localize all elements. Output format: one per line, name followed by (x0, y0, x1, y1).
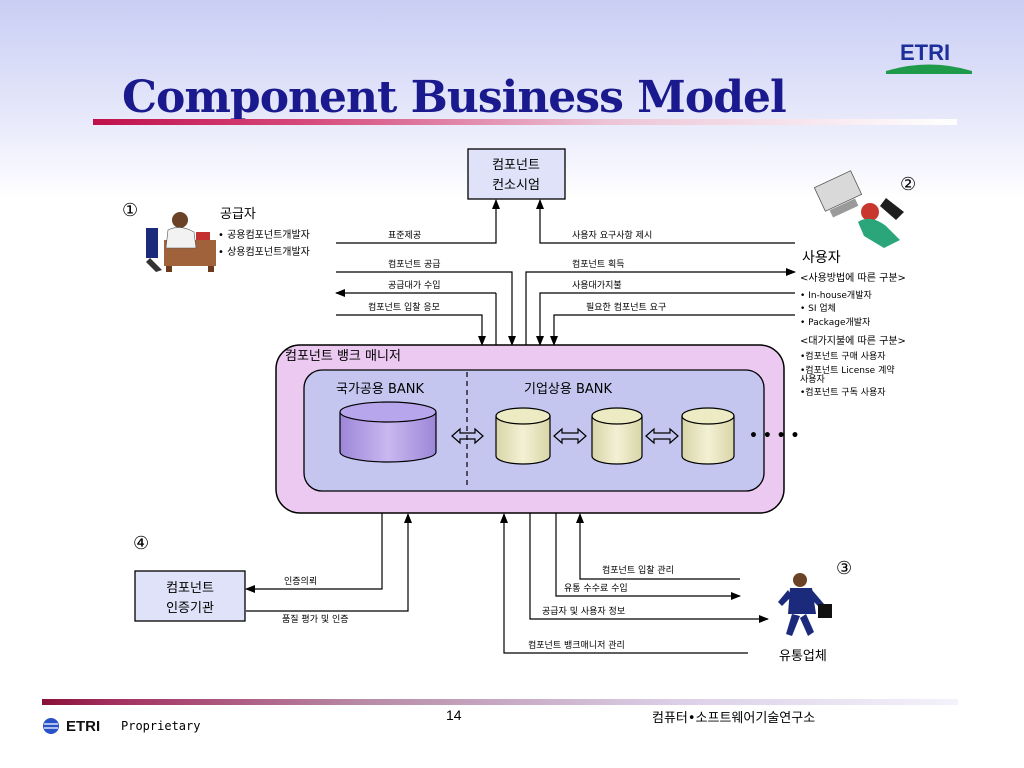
distributor-arrows (500, 513, 769, 654)
footer-organization: 컴퓨터•소프트웨어기술연구소 (652, 711, 816, 726)
user-group2-title: <대가지불에 따른 구분> (800, 335, 906, 347)
cert-arrows (245, 513, 412, 612)
arrow-bid-manage (576, 513, 740, 580)
distributor-person-icon (778, 573, 832, 636)
label-component-request: 필요한 컴포넌트 요구 (586, 301, 666, 313)
footer-globe-icon (43, 718, 59, 734)
user-group2-item-2: •컴포넌트 License 계약 (800, 364, 895, 376)
arrow-cert-request (245, 513, 383, 593)
label-bid-manage: 컴포넌트 입찰 관리 (602, 564, 674, 576)
distributor-number: ③ (836, 558, 852, 579)
cert-line1: 컴포넌트 (166, 581, 214, 596)
exchange-arrow-icon-2 (553, 427, 587, 445)
user-group2-item-1: •컴포넌트 구매 사용자 (800, 350, 886, 362)
arrow-bid-apply (336, 314, 486, 346)
more-banks-ellipsis: • • • • (749, 428, 799, 444)
user-group1-item-1: • In-house개발자 (800, 290, 872, 301)
supplier-item-2: • 상용컴포넌트개발자 (218, 246, 310, 258)
bank-exchange-arrows (451, 427, 679, 445)
exchange-arrow-icon-3 (645, 427, 679, 445)
supplier-person-icon (146, 212, 216, 272)
distributor-group: ③ 유통업체 (778, 558, 852, 664)
arrow-info (529, 513, 769, 623)
arrow-usage-payment (536, 292, 795, 346)
national-bank-label: 국가공용 BANK (336, 382, 425, 397)
label-quality-eval: 품질 평가 및 인증 (282, 613, 349, 625)
enterprise-bank-label: 기업상용 BANK (524, 382, 613, 397)
label-usage-payment: 사용대가지불 (572, 280, 622, 291)
user-group2-item-2b: 사용자 (800, 374, 826, 385)
user-group1-item-2: • SI 업체 (800, 303, 836, 314)
arrow-component-acquire (525, 268, 796, 345)
page-number: 14 (446, 707, 462, 723)
supplier-number: ① (122, 200, 138, 221)
arrow-component-supply (336, 271, 516, 346)
label-component-acquire: 컴포넌트 획득 (572, 258, 625, 270)
etri-logo: ETRI (886, 40, 972, 74)
national-bank-cylinder-icon (339, 401, 437, 463)
arrow-standard-offer (336, 199, 500, 244)
slide-title: Component Business Model (122, 72, 787, 123)
bank-manager: 컴포넌트 뱅크 매니저 국가공용 BANK 기업상용 BANK • • (275, 344, 799, 514)
user-title: 사용자 (802, 250, 841, 266)
user-number: ② (900, 174, 916, 195)
supplier-group: ① 공급자 • 공용컴포넌트개발자 • 상용컴포넌트개발자 (122, 200, 310, 272)
user-group2-item-3: •컴포넌트 구독 사용자 (800, 386, 886, 398)
logo-text: ETRI (900, 40, 950, 65)
supplier-arrows (335, 199, 516, 346)
consortium-line1: 컴포넌트 (492, 158, 540, 173)
arrow-manager-manage (500, 513, 748, 654)
label-distribution-fee: 유통 수수료 수입 (564, 582, 628, 594)
exchange-arrow-icon-1 (451, 427, 484, 445)
label-standard-offer: 표준제공 (388, 230, 421, 241)
user-group1-item-3: • Package개발자 (800, 317, 871, 328)
label-info: 공급자 및 사용자 정보 (542, 605, 625, 617)
supplier-item-1: • 공용컴포넌트개발자 (218, 229, 310, 241)
cert-line2: 인증기관 (166, 601, 214, 616)
user-person-icon (813, 170, 904, 248)
enterprise-bank-cylinder-3-icon (681, 407, 735, 465)
label-supply-revenue: 공급대가 수입 (388, 279, 441, 291)
footer-logo: ETRI (43, 718, 100, 735)
title-underline (93, 119, 957, 125)
label-cert-request: 인증의뢰 (284, 576, 317, 587)
consortium-line2: 컨소시엄 (492, 178, 540, 193)
supplier-title: 공급자 (220, 207, 256, 222)
label-user-requirement: 사용자 요구사항 제시 (572, 230, 652, 241)
footer-proprietary: Proprietary (121, 719, 201, 733)
label-component-supply: 컴포넌트 공급 (388, 258, 441, 270)
enterprise-bank-cylinder-1-icon (495, 407, 551, 465)
consortium-box: 컴포넌트 컨소시엄 (467, 148, 566, 200)
arrow-component-request (550, 314, 795, 346)
cert-group: ④ 컴포넌트 인증기관 (133, 533, 246, 622)
distributor-title: 유통업체 (779, 649, 827, 664)
label-manager-manage: 컴포넌트 뱅크매니저 관리 (528, 639, 625, 651)
user-group: ② 사용자 <사용방법에 따른 구분> • In-house개발자 • SI 업… (800, 170, 916, 398)
arrow-user-requirement (536, 199, 795, 244)
arrow-quality-eval (246, 513, 412, 612)
label-bid-apply: 컴포넌트 입찰 응모 (368, 301, 440, 313)
user-arrows (525, 199, 796, 346)
logo-wave-icon (886, 64, 972, 74)
bank-manager-label: 컴포넌트 뱅크 매니저 (285, 349, 401, 364)
footer-logo-text: ETRI (66, 718, 100, 735)
cert-number: ④ (133, 533, 149, 554)
user-group1-title: <사용방법에 따른 구분> (800, 272, 906, 284)
footer-rule (42, 699, 958, 705)
arrow-distribution-fee (555, 513, 741, 600)
enterprise-bank-cylinder-2-icon (591, 407, 643, 465)
